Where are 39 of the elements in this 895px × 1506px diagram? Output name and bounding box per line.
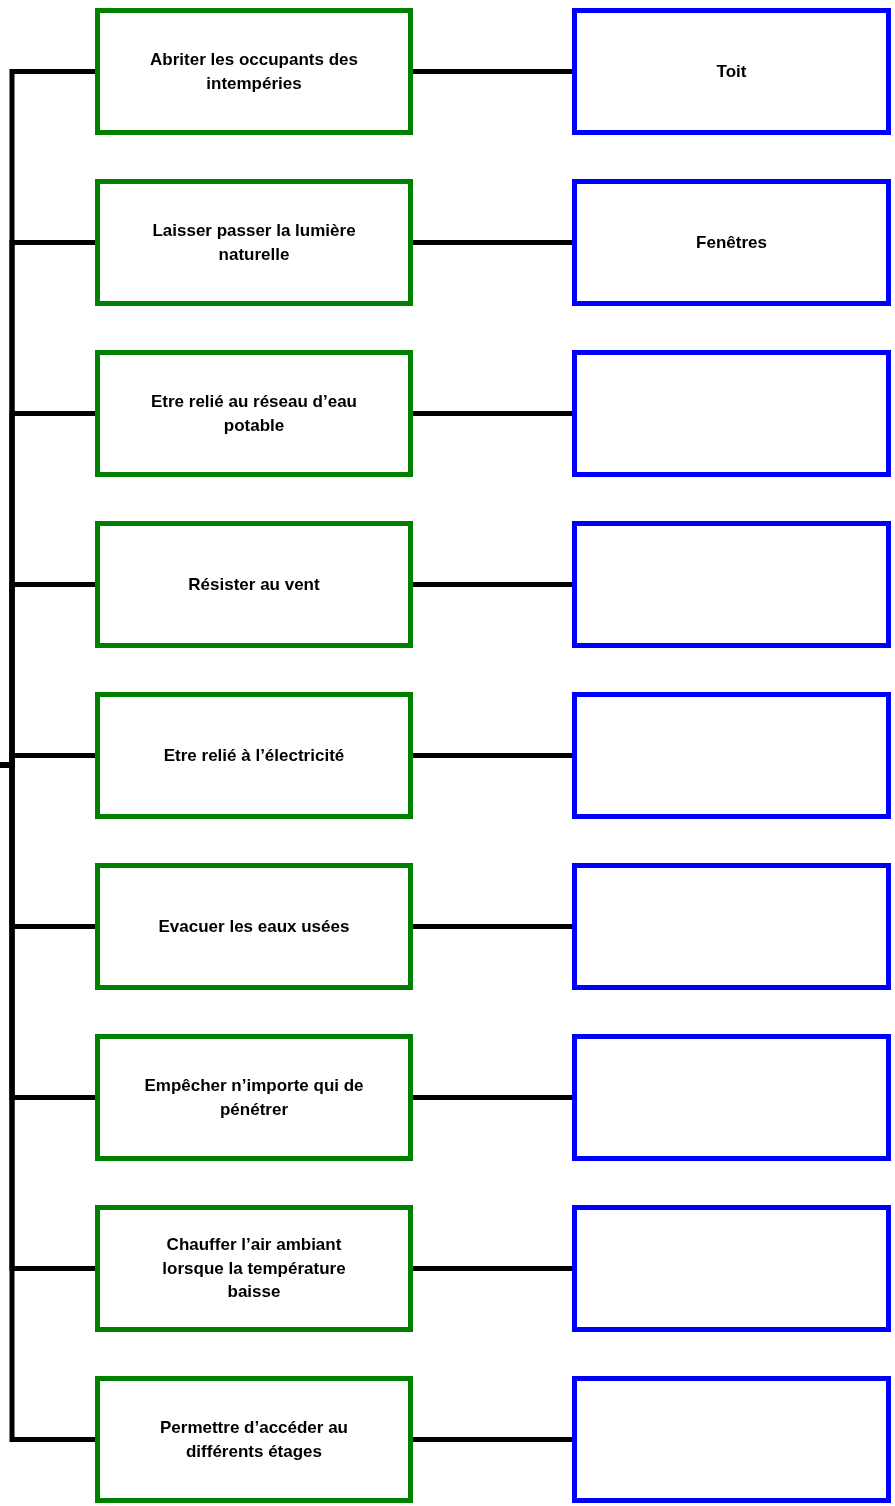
connector-line [413, 924, 572, 929]
connector-line [0, 762, 95, 1442]
box [95, 863, 413, 990]
box [95, 1205, 413, 1332]
empty-box [572, 863, 891, 990]
box-label: Abriter les occupants des intempéries [149, 48, 359, 95]
box [572, 8, 891, 135]
box [95, 8, 413, 135]
box-label: Chauffer l’air ambiant lorsque la température baisse [161, 1233, 347, 1304]
connector-line [413, 240, 572, 245]
box-label: Laisser passer la lumière naturelle [151, 219, 357, 266]
connector-line [413, 69, 572, 74]
box-label: Etre relié à l’électricité [162, 744, 346, 767]
connector-line [413, 753, 572, 758]
box [95, 1376, 413, 1503]
connector-line [413, 1095, 572, 1100]
connector-line [413, 582, 572, 587]
empty-box [572, 1034, 891, 1161]
box-label: Empêcher n’importe qui de pénétrer [143, 1074, 365, 1121]
empty-box [572, 350, 891, 477]
box-label: Résister au vent [187, 573, 321, 596]
box-label: Fenêtres [695, 231, 768, 254]
box-label: Etre relié au réseau d’eau potable [150, 390, 358, 437]
box [95, 521, 413, 648]
empty-box [572, 692, 891, 819]
box [95, 350, 413, 477]
box [95, 692, 413, 819]
box [95, 1034, 413, 1161]
connector-line [413, 1437, 572, 1442]
box [572, 179, 891, 306]
connector-line [413, 1266, 572, 1271]
empty-box [572, 1376, 891, 1503]
connector-line [413, 411, 572, 416]
box [95, 179, 413, 306]
empty-box [572, 1205, 891, 1332]
box-label: Toit [715, 60, 748, 83]
box-label: Permettre d’accéder au différents étages [158, 1416, 349, 1463]
box-label: Evacuer les eaux usées [157, 915, 351, 938]
empty-box [572, 521, 891, 648]
